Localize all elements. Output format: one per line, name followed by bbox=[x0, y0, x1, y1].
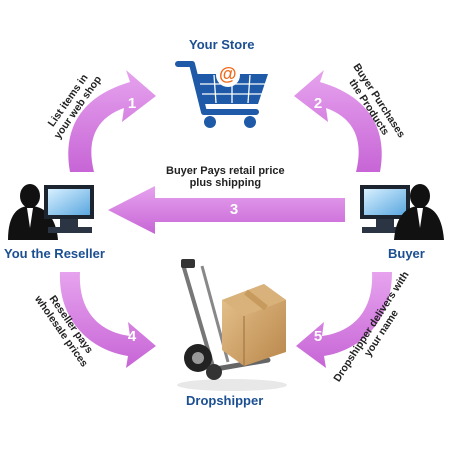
reseller-businessman-icon bbox=[8, 184, 94, 240]
step-4-arrow bbox=[59, 272, 156, 368]
cart-at-symbol: @ bbox=[219, 64, 237, 84]
your-store-title: Your Store bbox=[189, 37, 255, 52]
step-3-note: Buyer Pays retail price plus shipping bbox=[166, 165, 285, 189]
step-5-arrow bbox=[296, 272, 392, 368]
buyer-title: Buyer bbox=[388, 246, 425, 261]
step-2-arrow bbox=[294, 70, 382, 172]
step-3-arrow bbox=[108, 186, 345, 234]
step-5-number: 5 bbox=[313, 328, 323, 345]
dropshipper-title: Dropshipper bbox=[186, 393, 264, 408]
step-4-number: 4 bbox=[127, 328, 137, 345]
step-2-number: 2 bbox=[313, 95, 323, 112]
buyer-businessman-icon bbox=[360, 184, 444, 240]
step-1-number: 1 bbox=[127, 95, 137, 112]
reseller-title: You the Reseller bbox=[4, 246, 105, 261]
shopping-cart-icon bbox=[175, 61, 268, 128]
hand-truck-box-icon bbox=[177, 259, 287, 391]
step-3-number: 3 bbox=[229, 201, 239, 218]
step-1-arrow bbox=[68, 70, 156, 172]
